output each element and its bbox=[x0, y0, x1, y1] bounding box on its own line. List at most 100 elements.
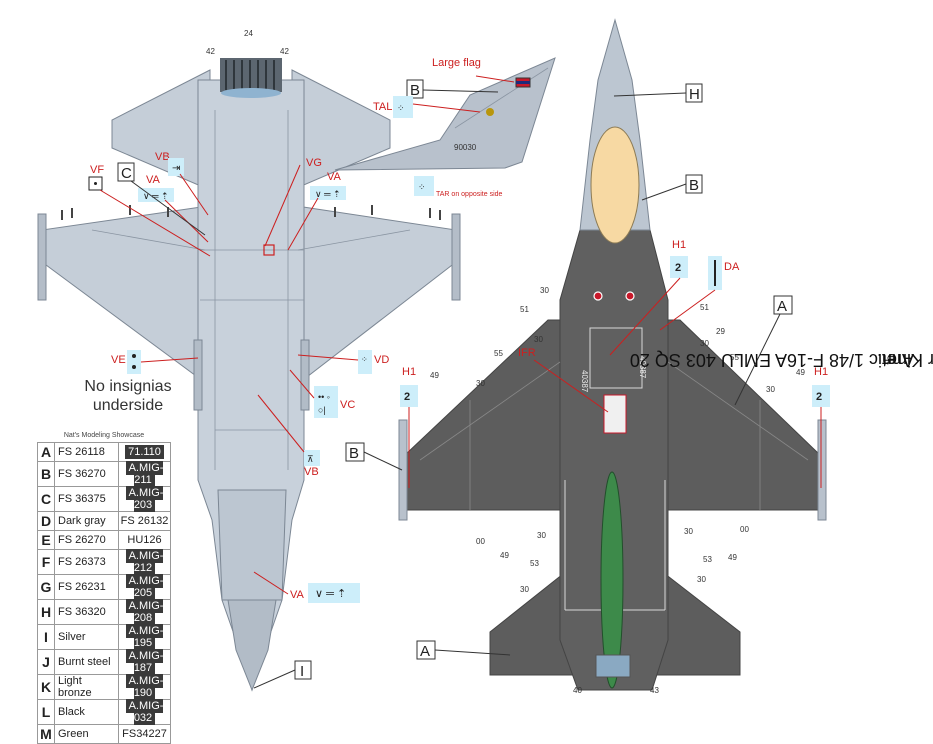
legend-paint-code: A.MIG-032 bbox=[118, 699, 171, 725]
legend-key: D bbox=[37, 511, 55, 531]
svg-text:2: 2 bbox=[816, 391, 822, 403]
title-suffix: Ann. bbox=[876, 350, 914, 371]
svg-text:29: 29 bbox=[716, 327, 725, 336]
label-vd: VD bbox=[374, 354, 389, 366]
legend-paint-code: FS34227 bbox=[118, 724, 171, 744]
svg-text:51: 51 bbox=[700, 303, 709, 312]
svg-text:H: H bbox=[689, 86, 700, 103]
no-insignias-note: No insignias underside bbox=[58, 377, 198, 415]
legend-key: B bbox=[37, 461, 55, 487]
legend-color-name: FS 26270 bbox=[54, 530, 119, 550]
legend-key: A bbox=[37, 442, 55, 462]
vertical-tail-view: Large flag B TAL ⁘ 90030 ⁘ TAR on opposi… bbox=[334, 57, 556, 198]
svg-text:⁘: ⁘ bbox=[397, 103, 405, 113]
svg-text:30: 30 bbox=[684, 527, 693, 536]
label-va-left: VA bbox=[146, 174, 161, 186]
callout-c bbox=[117, 162, 135, 182]
legend-paint-code: A.MIG-212 bbox=[118, 549, 171, 575]
svg-text:49: 49 bbox=[796, 368, 805, 377]
legend-paint-code: A.MIG-208 bbox=[118, 599, 171, 625]
note-line-1: No insignias bbox=[84, 378, 172, 395]
tail-code: 90030 bbox=[454, 143, 477, 152]
svg-text:30: 30 bbox=[700, 339, 709, 348]
legend-color-name: Black bbox=[54, 699, 119, 725]
legend-key: H bbox=[37, 599, 55, 625]
svg-text:A: A bbox=[420, 643, 430, 660]
legend-caption: Nat's Modeling Showcase bbox=[63, 432, 145, 439]
label-vf: VF bbox=[90, 164, 104, 176]
label-tar-opposite: TAR on opposite side bbox=[436, 191, 503, 198]
page-title: Decals placement manual for Kinetic 1/48… bbox=[629, 0, 933, 720]
svg-text:∨ ═ ⇡: ∨ ═ ⇡ bbox=[315, 189, 341, 199]
legend-paint-code: FS 26132 bbox=[118, 511, 171, 531]
underside-labels: VB ⇥ VA ∨ ═ ⇡ VF VG VA ∨ ═ ⇡ VE VD ⁘ VC … bbox=[88, 151, 389, 689]
legend-color-name: Light bronze bbox=[54, 674, 119, 700]
legend-color-name: FS 36270 bbox=[54, 461, 119, 487]
svg-text:49: 49 bbox=[500, 551, 509, 560]
svg-text:2: 2 bbox=[675, 262, 681, 274]
svg-text:⁘: ⁘ bbox=[418, 182, 426, 192]
svg-text:⇥: ⇥ bbox=[172, 163, 180, 174]
svg-text:51: 51 bbox=[520, 305, 529, 314]
svg-text:A: A bbox=[777, 298, 787, 315]
svg-text:30: 30 bbox=[476, 379, 485, 388]
underside-view: 42 42 24 bbox=[37, 29, 461, 692]
legend-key: K bbox=[37, 674, 55, 700]
svg-text:49: 49 bbox=[728, 553, 737, 562]
legend-paint-code: A.MIG-195 bbox=[118, 624, 171, 650]
label-vb-top: VB bbox=[155, 151, 170, 163]
legend-key: L bbox=[37, 699, 55, 725]
legend-key: M bbox=[37, 724, 55, 744]
svg-text:∨ ═ ⇡: ∨ ═ ⇡ bbox=[315, 588, 346, 600]
decal-diagram: 42 42 24 VB ⇥ VA ∨ ═ ⇡ VF VG VA ∨ ═ ⇡ VE… bbox=[37, 18, 830, 695]
svg-text:55: 55 bbox=[730, 353, 739, 362]
decal-number-24: 24 bbox=[244, 29, 253, 38]
legend-color-name: FS 36320 bbox=[54, 599, 119, 625]
svg-text:⊼: ⊼ bbox=[307, 454, 314, 464]
svg-text:00: 00 bbox=[476, 537, 485, 546]
decal-number-42-left: 42 bbox=[206, 47, 215, 56]
legend-paint-code: A.MIG-205 bbox=[118, 574, 171, 600]
top-view: 40387 40387 30 51 51 30 29 30 55 55 49 4… bbox=[398, 18, 827, 695]
legend-paint-code: A.MIG-190 bbox=[118, 674, 171, 700]
callout-a-wing bbox=[773, 295, 793, 315]
svg-text:30: 30 bbox=[766, 385, 775, 394]
label-tal: TAL bbox=[373, 101, 392, 113]
callout-b-tail bbox=[406, 79, 424, 99]
legend-key: I bbox=[37, 624, 55, 650]
svg-text:40: 40 bbox=[573, 686, 582, 695]
serial-right: 40387 bbox=[638, 356, 647, 379]
label-vc: VC bbox=[340, 399, 355, 411]
svg-text:30: 30 bbox=[697, 575, 706, 584]
label-large-flag: Large flag bbox=[432, 57, 481, 69]
legend-paint-code: A.MIG-211 bbox=[118, 461, 171, 487]
label-va-right: VA bbox=[327, 171, 342, 183]
svg-text:53: 53 bbox=[530, 559, 539, 568]
svg-text:30: 30 bbox=[534, 335, 543, 344]
top-view-labels: H B H1 2 DA A IFR H1 2 H1 2 B A bbox=[345, 83, 830, 660]
label-da: DA bbox=[724, 261, 740, 273]
svg-text:B: B bbox=[410, 82, 420, 99]
serial-left: 40387 bbox=[580, 370, 589, 393]
label-va-bottom: VA bbox=[290, 589, 305, 601]
svg-text:2: 2 bbox=[404, 391, 410, 403]
svg-text:55: 55 bbox=[494, 349, 503, 358]
svg-text:○|: ○| bbox=[318, 405, 326, 415]
svg-text:49: 49 bbox=[430, 371, 439, 380]
legend-key: J bbox=[37, 649, 55, 675]
legend-paint-code: A.MIG-203 bbox=[118, 486, 171, 512]
